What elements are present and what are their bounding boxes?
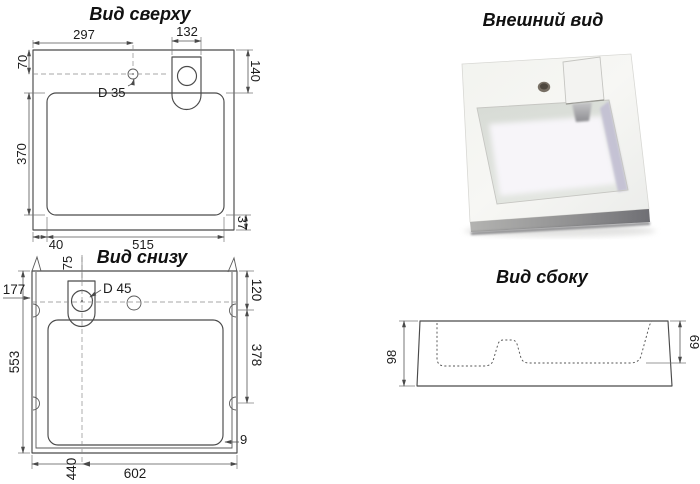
dim-177-label: 177 <box>3 282 26 297</box>
dim-total-height: 98 <box>384 320 418 387</box>
bottom-view-second-hole <box>126 295 142 311</box>
dim-378-label: 378 <box>249 344 264 367</box>
dim-553-label: 553 <box>7 351 22 374</box>
top-view-overflow-outline <box>171 56 202 110</box>
bottom-view: Вид снизу 553 177 75 D 45 <box>3 247 264 481</box>
dim-140-label: 140 <box>248 60 263 82</box>
dim-d45-label: D 45 <box>103 281 132 296</box>
dim-120-label: 120 <box>249 279 264 302</box>
dim-total-depth: 553 <box>7 270 30 454</box>
top-view-title: Вид сверху <box>89 4 191 24</box>
dim-370-label: 370 <box>14 143 29 165</box>
top-view-basin-outline <box>46 92 225 216</box>
sink-photo-basin-rim <box>476 99 629 205</box>
dim-40-label: 40 <box>49 237 63 252</box>
sink-photo-basin-floor <box>489 116 617 196</box>
bottom-view-title: Вид снизу <box>97 247 188 267</box>
dim-basin-depth: 370 <box>14 92 45 216</box>
side-view: Вид сбоку 98 69 <box>384 267 700 387</box>
bottom-view-drain-boss <box>67 280 96 328</box>
overflow-plate-photo <box>562 56 605 105</box>
bottom-view-outer-outline <box>31 270 238 454</box>
sink-photo-bottom-shadow <box>471 222 650 235</box>
top-view: Вид сверху 297 132 70 D 35 <box>14 4 263 252</box>
leader-faucet-hole: D 35 <box>98 78 135 100</box>
dim-side-note: 177 <box>3 282 31 300</box>
dim-440-arrow <box>82 461 90 467</box>
bottom-view-inner-wall <box>35 272 233 449</box>
top-view-outer-outline <box>32 49 235 231</box>
bottom-view-corner-bevels <box>31 255 238 273</box>
external-view-title: Внешний вид <box>483 10 604 30</box>
dim-9-label: 9 <box>240 432 247 447</box>
overflow-plate-tab-shadow <box>572 102 592 122</box>
dim-wall-gap: 9 <box>224 432 247 447</box>
leader-drain-hole: D 45 <box>89 281 132 298</box>
dim-overflow-width: 132 <box>171 24 202 55</box>
side-view-hidden-basin-profile <box>436 321 653 367</box>
bottom-view-basin-outline <box>47 319 224 446</box>
dim-70-label: 70 <box>15 55 30 69</box>
dim-bottom-margin: 37 <box>226 214 251 231</box>
dim-mount-hole-spacing: 378 <box>238 309 264 404</box>
dim-overflow-depth: 140 <box>226 49 263 94</box>
side-view-title: Вид сбоку <box>496 267 589 287</box>
dim-75-label: 75 <box>60 256 75 270</box>
dim-297-label: 297 <box>73 27 95 42</box>
dim-132-label: 132 <box>176 24 198 39</box>
dim-69-label: 69 <box>687 335 700 349</box>
dim-98-label: 98 <box>384 350 399 364</box>
bottom-view-mounting-holes <box>32 303 237 411</box>
dim-37-label: 37 <box>235 216 250 230</box>
side-view-outer-outline <box>416 320 673 387</box>
dim-515-label: 515 <box>132 237 154 252</box>
top-view-overflow-hole <box>176 65 198 87</box>
faucet-hole-photo-inner <box>540 83 548 90</box>
dim-d35-label: D 35 <box>98 85 125 100</box>
sink-photo-basin-right-wall <box>600 101 628 192</box>
dim-602-label: 602 <box>124 466 147 481</box>
dim-inner-depth: 69 <box>646 320 700 364</box>
dim-mount-hole-top: 120 <box>238 270 264 311</box>
dim-drain-offset: 75 <box>60 255 83 280</box>
dim-total-width: 602 440 <box>31 455 238 481</box>
dim-440-label: 440 <box>64 458 79 481</box>
sink-photo-front-edge <box>470 209 650 232</box>
external-view: Внешний вид <box>461 10 656 237</box>
dim-faucet-offset-x: 297 <box>32 27 134 48</box>
overflow-plate-edge <box>565 99 605 105</box>
dim-faucet-offset-y: 70 <box>15 49 31 75</box>
dim-left-margin-and-basin-width: 40 515 <box>32 217 225 252</box>
